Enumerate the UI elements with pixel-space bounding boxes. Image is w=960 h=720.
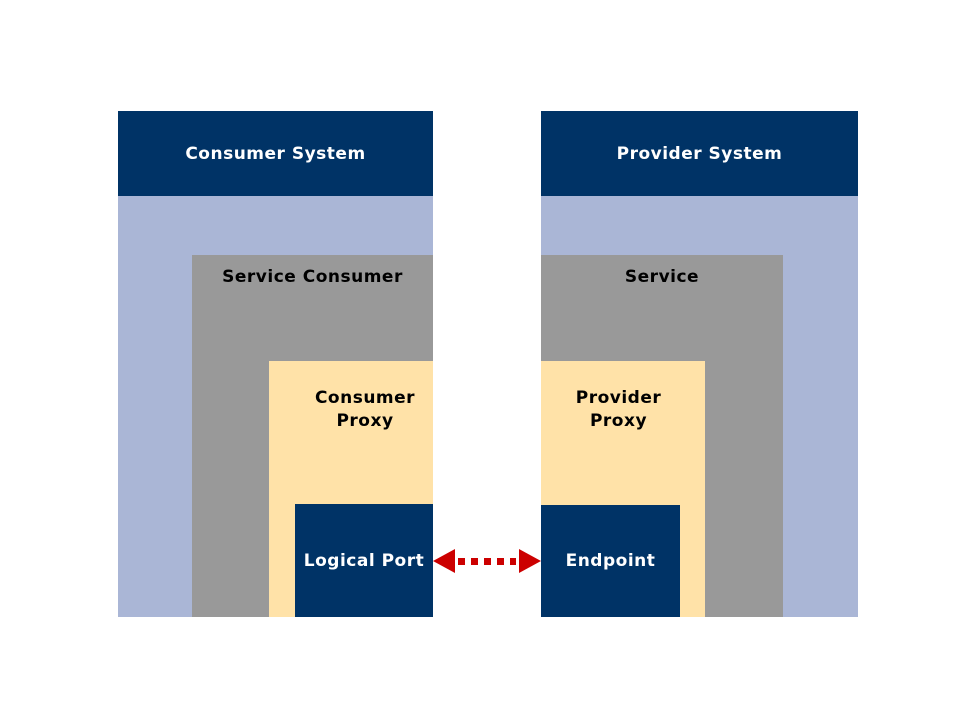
provider-system-label: Provider System [616,143,783,164]
provider-system-header: Provider System [541,111,858,196]
logical-port-box: Logical Port [295,504,433,617]
dotted-line [458,557,516,565]
endpoint-label: Endpoint [565,551,656,571]
consumer-system-label: Consumer System [185,143,366,164]
service-label: Service [624,267,700,287]
consumer-proxy-label-line1: Consumer [314,388,416,408]
consumer-system-header: Consumer System [118,111,433,196]
consumer-proxy-label-line2: Proxy [336,411,394,431]
service-consumer-label: Service Consumer [222,267,403,287]
provider-proxy-label: Provider Proxy [541,387,696,433]
arrowhead-right-icon [519,549,541,573]
connection-arrow [433,549,541,573]
consumer-proxy-label: Consumer Proxy [295,387,435,433]
provider-proxy-label-line1: Provider [575,388,662,408]
logical-port-label: Logical Port [303,550,425,571]
provider-proxy-label-line2: Proxy [589,411,648,431]
arrowhead-left-icon [433,549,455,573]
endpoint-box: Endpoint [541,505,680,617]
